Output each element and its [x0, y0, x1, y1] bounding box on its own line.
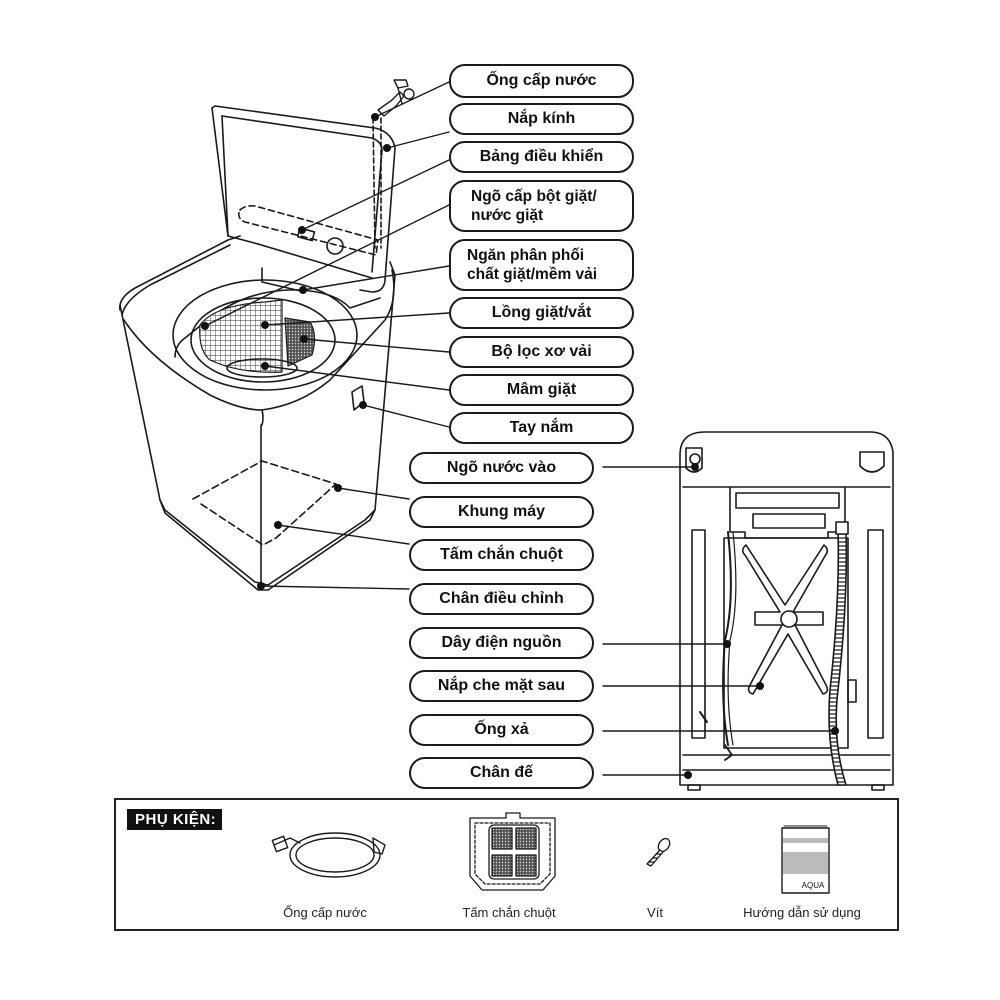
manual-book-icon	[781, 825, 830, 894]
rear-view-machine	[679, 431, 894, 791]
accessory-label-manual: Hướng dẫn sử dụng	[743, 905, 861, 920]
accessory-label-rat-guard: Tấm chắn chuột	[462, 905, 556, 920]
callout-label: Bảng điều khiển	[479, 148, 604, 165]
callout-dispenser-drawer: Ngăn phân phối chất giặt/mềm vải	[449, 239, 634, 291]
callout-water-supply-hose: Ống cấp nước	[449, 64, 634, 98]
callout-power-cord: Dây điện nguồn	[409, 627, 594, 659]
accessories-title: PHỤ KIỆN:	[127, 809, 223, 830]
callout-label: Tấm chắn chuột	[440, 546, 563, 563]
callout-back-cover: Nắp che mặt sau	[409, 670, 594, 702]
callout-label: Mâm giặt	[506, 381, 577, 398]
screw-icon	[646, 837, 671, 867]
callout-handle: Tay nắm	[449, 412, 634, 444]
callout-pulsator: Mâm giặt	[449, 374, 634, 406]
callout-label: Ống cấp nước	[486, 72, 597, 89]
callout-adjustable-foot: Chân điều chỉnh	[409, 583, 594, 615]
callout-rat-guard: Tấm chắn chuột	[409, 539, 594, 571]
callout-cabinet: Khung máy	[409, 496, 594, 528]
water-hose-icon	[271, 832, 386, 878]
rat-guard-plate-icon	[469, 812, 556, 891]
glass-lid	[211, 105, 396, 293]
callout-label: Nắp che mặt sau	[437, 677, 566, 694]
callout-label: Chân điều chỉnh	[439, 590, 564, 607]
accessory-label-screw: Vít	[647, 905, 663, 920]
leader-lines	[204, 81, 836, 776]
callout-label: Ống xả	[474, 721, 529, 738]
accessories-panel	[114, 798, 899, 931]
callout-dots	[201, 113, 839, 779]
callout-label: Khung máy	[457, 503, 546, 520]
manual-brand-text: AQUA	[802, 881, 825, 890]
callout-label: Ngõ nước vào	[446, 459, 557, 476]
callout-label: Tay nắm	[509, 419, 574, 436]
front-view-machine	[118, 79, 415, 591]
callout-label: Ngăn phân phối chất giặt/mềm vải	[467, 246, 598, 283]
callout-control-panel: Bảng điều khiển	[449, 141, 634, 173]
callout-label: Bộ lọc xơ vải	[491, 343, 592, 360]
callout-lint-filter: Bộ lọc xơ vải	[449, 336, 634, 368]
callout-wash-tub: Lồng giặt/vắt	[449, 297, 634, 329]
callout-glass-lid: Nắp kính	[449, 103, 634, 135]
callout-label: Nắp kính	[507, 110, 576, 127]
callout-detergent-inlet: Ngõ cấp bột giặt/ nước giặt	[449, 180, 634, 232]
callout-label: Ngõ cấp bột giặt/ nước giặt	[471, 187, 597, 224]
callout-label: Chân đế	[469, 764, 534, 781]
callout-label: Lồng giặt/vắt	[491, 304, 592, 321]
callout-label: Dây điện nguồn	[441, 634, 562, 651]
callout-base: Chân đế	[409, 757, 594, 789]
callout-drain-hose: Ống xả	[409, 714, 594, 746]
callout-water-inlet: Ngõ nước vào	[409, 452, 594, 484]
accessory-label-water-hose: Ống cấp nước	[283, 905, 367, 920]
water-tap	[377, 79, 415, 117]
